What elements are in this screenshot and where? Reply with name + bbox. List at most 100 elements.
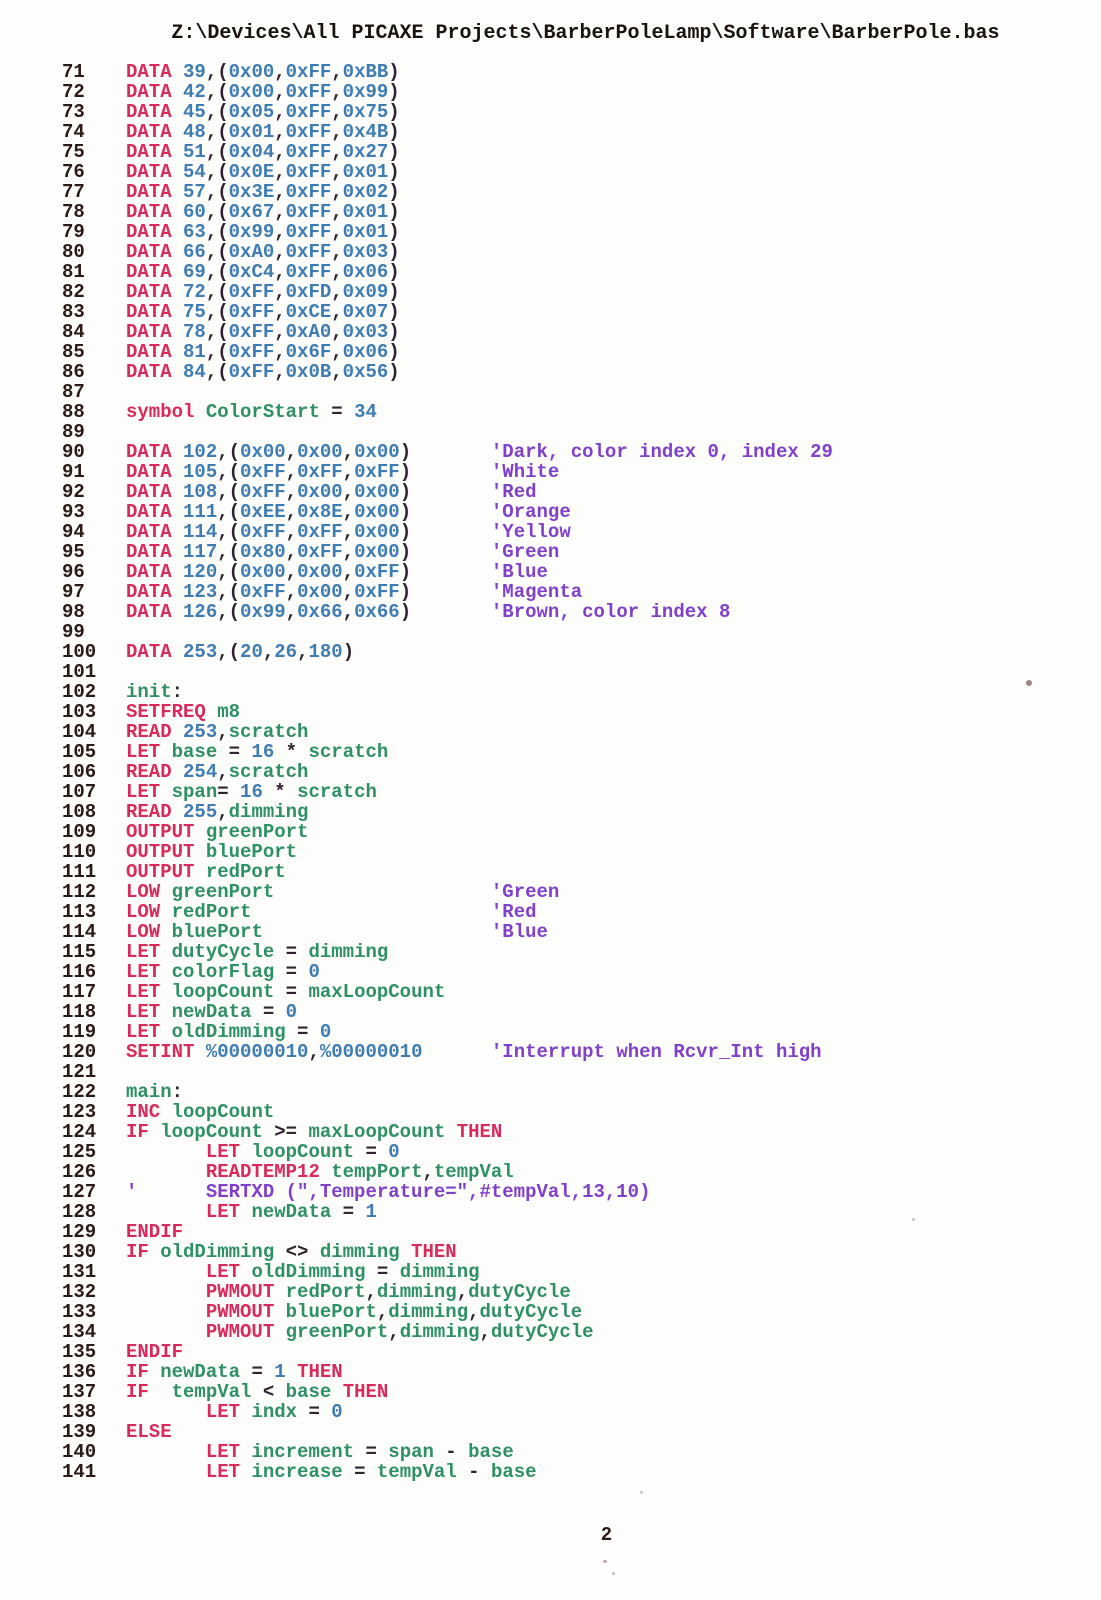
code-text: init: [126, 681, 184, 703]
code-line: 133 PWMOUT bluePort,dimming,dutyCycle [62, 1302, 1101, 1322]
line-number: 124 [62, 1121, 97, 1143]
code-text: DATA 253,(20,26,180) [126, 641, 355, 663]
code-line: 128 LET newData = 1 [62, 1202, 1101, 1222]
code-text: PWMOUT greenPort,dimming,dutyCycle [205, 1321, 594, 1343]
code-text: INC loopCount [126, 1101, 275, 1123]
code-line: 99 [62, 622, 1101, 642]
code-line: 127' SERTXD (",Temperature=",#tempVal,13… [62, 1182, 1101, 1202]
code-text: IF newData = 1 THEN [126, 1361, 343, 1383]
line-number: 126 [62, 1161, 97, 1183]
line-number: 110 [62, 841, 97, 863]
code-text: DATA 51,(0x04,0xFF,0x27) [126, 141, 400, 163]
code-text: ELSE [126, 1421, 172, 1443]
line-number: 99 [62, 621, 85, 643]
line-number: 72 [62, 81, 85, 103]
code-text: READ 255,dimming [126, 801, 309, 823]
line-number: 121 [62, 1061, 97, 1083]
line-number: 96 [62, 561, 85, 583]
code-text: READ 254,scratch [126, 761, 309, 783]
line-number: 114 [62, 921, 97, 943]
code-line: 126 READTEMP12 tempPort,tempVal [62, 1162, 1101, 1182]
line-number: 85 [62, 341, 85, 363]
code-text: DATA 108,(0xFF,0x00,0x00) 'Red [126, 481, 537, 503]
code-text: DATA 111,(0xEE,0x8E,0x00) 'Orange [126, 501, 571, 523]
code-text: LET dutyCycle = dimming [126, 941, 389, 963]
line-number: 100 [62, 641, 97, 663]
code-text: PWMOUT redPort,dimming,dutyCycle [205, 1281, 571, 1303]
code-text: DATA 81,(0xFF,0x6F,0x06) [126, 341, 400, 363]
line-number: 102 [62, 681, 97, 703]
code-line: 140 LET increment = span - base [62, 1442, 1101, 1462]
code-text: LET newData = 0 [126, 1001, 298, 1023]
code-line: 132 PWMOUT redPort,dimming,dutyCycle [62, 1282, 1101, 1302]
code-text: ENDIF [126, 1221, 184, 1243]
code-text: READTEMP12 tempPort,tempVal [205, 1161, 514, 1183]
code-text: DATA 84,(0xFF,0x0B,0x56) [126, 361, 400, 383]
scan-speckle [912, 1218, 915, 1221]
line-number: 107 [62, 781, 97, 803]
code-text: DATA 75,(0xFF,0xCE,0x07) [126, 301, 400, 323]
line-number: 119 [62, 1021, 97, 1043]
code-text: LET base = 16 * scratch [126, 741, 389, 763]
code-text: LET colorFlag = 0 [126, 961, 320, 983]
line-number: 137 [62, 1381, 97, 1403]
line-number: 80 [62, 241, 85, 263]
file-path-header: Z:\Devices\All PICAXE Projects\BarberPol… [171, 22, 1000, 45]
line-number: 83 [62, 301, 85, 323]
line-number: 129 [62, 1221, 97, 1243]
line-number: 71 [62, 61, 85, 83]
code-text: OUTPUT redPort [126, 861, 286, 883]
code-line: 101 [62, 662, 1101, 682]
line-number: 77 [62, 181, 85, 203]
line-number: 82 [62, 281, 85, 303]
line-number: 125 [62, 1141, 97, 1163]
line-number: 87 [62, 381, 85, 403]
code-text: LOW greenPort 'Green [126, 881, 560, 903]
code-text: SETINT %00000010,%00000010 'Interrupt wh… [126, 1041, 822, 1063]
code-line: 138 LET indx = 0 [62, 1402, 1101, 1422]
line-number: 103 [62, 701, 97, 723]
line-number: 97 [62, 581, 85, 603]
code-text: DATA 45,(0x05,0xFF,0x75) [126, 101, 400, 123]
code-text: LET loopCount = 0 [205, 1141, 400, 1163]
line-number: 84 [62, 321, 85, 343]
line-number: 112 [62, 881, 97, 903]
line-number: 106 [62, 761, 97, 783]
line-number: 73 [62, 101, 85, 123]
code-line: 125 LET loopCount = 0 [62, 1142, 1101, 1162]
code-text: DATA 102,(0x00,0x00,0x00) 'Dark, color i… [126, 441, 833, 463]
code-text: DATA 114,(0xFF,0xFF,0x00) 'Yellow [126, 521, 571, 543]
line-number: 101 [62, 661, 97, 683]
scan-speckle [612, 1572, 615, 1575]
code-text: LOW redPort 'Red [126, 901, 537, 923]
code-line: 121 [62, 1062, 1101, 1082]
